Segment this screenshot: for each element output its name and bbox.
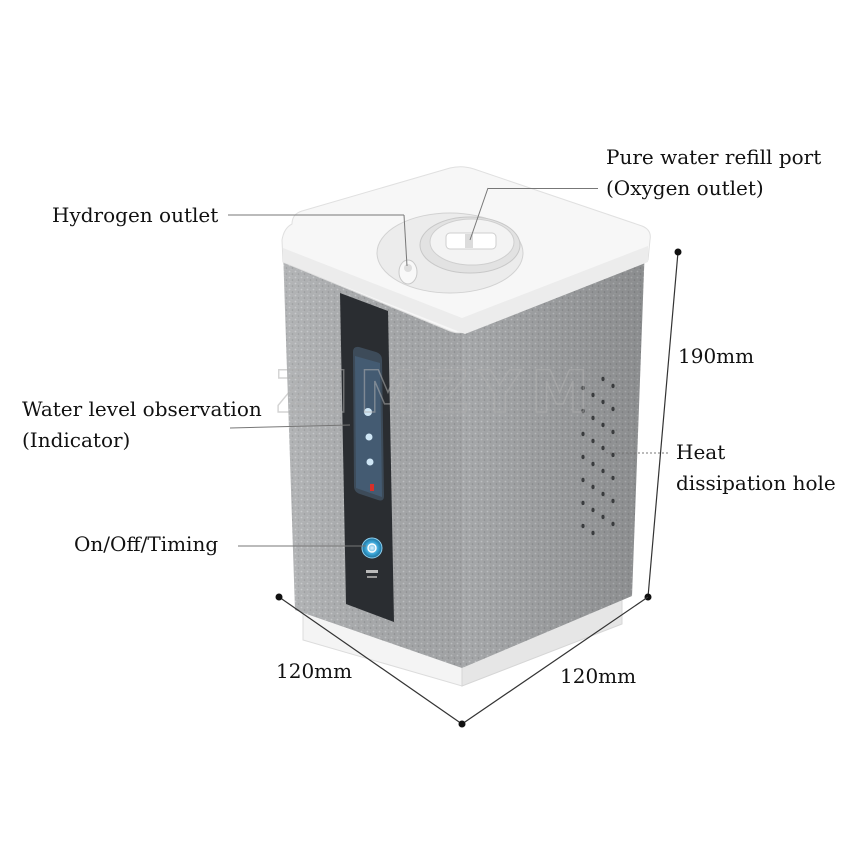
heat-hole: [611, 429, 615, 435]
onoff-timing-label: On/Off/Timing: [74, 532, 219, 556]
width-left-dimension-label: 120mm: [276, 659, 353, 683]
heat-hole: [591, 415, 595, 421]
width-right-dimension-line: [461, 596, 649, 725]
heat-hole: [581, 385, 585, 391]
heat-hole: [581, 523, 585, 529]
height-dimension-line: [647, 251, 679, 598]
heat-dissipation-label-line2: dissipation hole: [676, 471, 836, 495]
heat-hole: [591, 484, 595, 490]
heat-hole: [611, 498, 615, 504]
heat-hole: [591, 438, 595, 444]
width-right-dimension-label: 120mm: [560, 664, 637, 688]
heat-hole: [611, 521, 615, 527]
heat-hole: [591, 507, 595, 513]
height-dimension-label: 190mm: [678, 344, 755, 368]
refill-port-label-line2: (Oxygen outlet): [606, 176, 764, 200]
heat-hole: [591, 392, 595, 398]
heat-hole: [601, 422, 605, 428]
heat-dissipation-label: Heat dissipation hole: [676, 437, 836, 499]
watermark: ZIMZYM: [275, 358, 598, 426]
refill-leader-horizontal: [488, 188, 598, 189]
water-level-label-line2: (Indicator): [22, 428, 131, 452]
indicator-red-light: [370, 484, 374, 491]
refill-port-label-line1: Pure water refill port: [606, 145, 822, 169]
heat-hole: [611, 406, 615, 412]
width-left-dimension-line: [278, 596, 463, 725]
hydrogen-outlet-label: Hydrogen outlet: [52, 203, 219, 227]
heat-hole: [611, 475, 615, 481]
heat-hole: [601, 399, 605, 405]
heat-hole: [601, 491, 605, 497]
heat-hole: [601, 445, 605, 451]
heat-dissipation-holes: [581, 376, 615, 536]
heat-hole: [611, 452, 615, 458]
heat-hole: [601, 376, 605, 382]
heat-hole: [591, 530, 595, 536]
heat-hole: [581, 500, 585, 506]
power-button: [361, 537, 383, 559]
refill-port-label: Pure water refill port (Oxygen outlet): [606, 142, 821, 204]
water-level-label: Water level observation (Indicator): [22, 394, 262, 456]
heat-hole: [581, 477, 585, 483]
heat-dissipation-label-line1: Heat: [676, 440, 726, 464]
heat-hole: [591, 461, 595, 467]
heat-hole: [581, 408, 585, 414]
heat-hole: [581, 431, 585, 437]
heat-hole: [601, 514, 605, 520]
water-level-label-line1: Water level observation: [22, 397, 262, 421]
heat-hole: [611, 383, 615, 389]
heat-hole: [601, 468, 605, 474]
heat-hole: [581, 454, 585, 460]
